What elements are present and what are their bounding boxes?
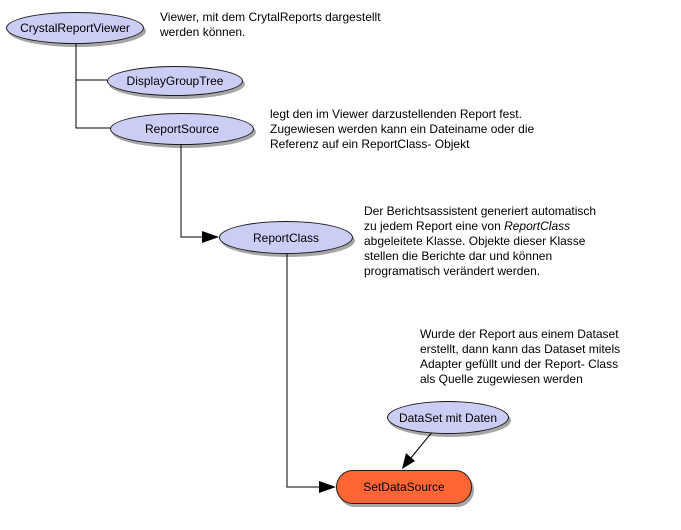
- node-crystal-report-viewer: CrystalReportViewer: [6, 12, 144, 44]
- note-line: als Quelle zugewiesen werden: [420, 372, 583, 386]
- note-report-class: Der Berichtsassistent generiert automati…: [364, 204, 596, 279]
- note-line: Zugewiesen werden kann ein Dateiname ode…: [270, 122, 535, 136]
- note-line: zu jedem Report eine von ReportClass: [364, 219, 596, 234]
- note-line: legt den im Viewer darzustellenden Repor…: [270, 107, 522, 121]
- note-line: stellen die Berichte dar und können: [364, 249, 553, 263]
- node-label: DataSet mit Daten: [398, 410, 498, 425]
- node-label: DisplayGroupTree: [126, 74, 224, 88]
- note-text: zu jedem Report eine von: [364, 219, 505, 233]
- note-line: Der Berichtsassistent generiert automati…: [364, 204, 597, 218]
- connector-reportsource-to-reportclass: [180, 145, 205, 238]
- note-line: programatisch verändert werden.: [364, 264, 541, 278]
- arrowhead-dataset: [402, 453, 415, 469]
- note-line: erstellt, dann kann das Dataset mitels: [420, 342, 621, 356]
- note-dataset: Wurde der Report aus einem Dataset erste…: [420, 327, 620, 387]
- arrowhead-reportclass: [202, 231, 219, 243]
- note-line: Adapter gefüllt und der Report- Class: [420, 357, 619, 371]
- node-report-source: ReportSource: [110, 113, 254, 145]
- note-line: Wurde der Report aus einem Dataset: [420, 327, 619, 341]
- node-label: SetDataSource: [363, 480, 445, 494]
- node-dataset-mit-daten: DataSet mit Daten: [387, 401, 509, 434]
- node-label: CrystalReportViewer: [20, 21, 130, 35]
- note-line: Referenz auf ein ReportClass- Objekt: [270, 137, 470, 151]
- connector-dataset-to-setdatasource: [409, 430, 434, 460]
- note-italic-term: ReportClass: [504, 219, 571, 233]
- arrowhead-setdatasource: [319, 481, 336, 493]
- node-set-data-source: SetDataSource: [336, 470, 472, 504]
- node-label: ReportClass: [252, 230, 320, 245]
- connector-viewer-to-reportsource: [75, 80, 110, 129]
- connector-reportclass-to-setdatasource: [286, 254, 322, 488]
- node-report-class: ReportClass: [219, 221, 353, 254]
- note-line: Viewer, mit dem CrytalReports dargestell…: [160, 10, 381, 24]
- node-label: ReportSource: [144, 122, 220, 136]
- note-line: abgeleitete Klasse. Objekte dieser Klass…: [364, 234, 586, 248]
- note-report-source: legt den im Viewer darzustellenden Repor…: [270, 107, 534, 152]
- connector-viewer-to-displaygrouptree: [75, 40, 107, 81]
- node-display-group-tree: DisplayGroupTree: [107, 66, 243, 96]
- note-viewer: Viewer, mit dem CrytalReports dargestell…: [160, 10, 381, 40]
- note-line: werden können.: [160, 25, 246, 39]
